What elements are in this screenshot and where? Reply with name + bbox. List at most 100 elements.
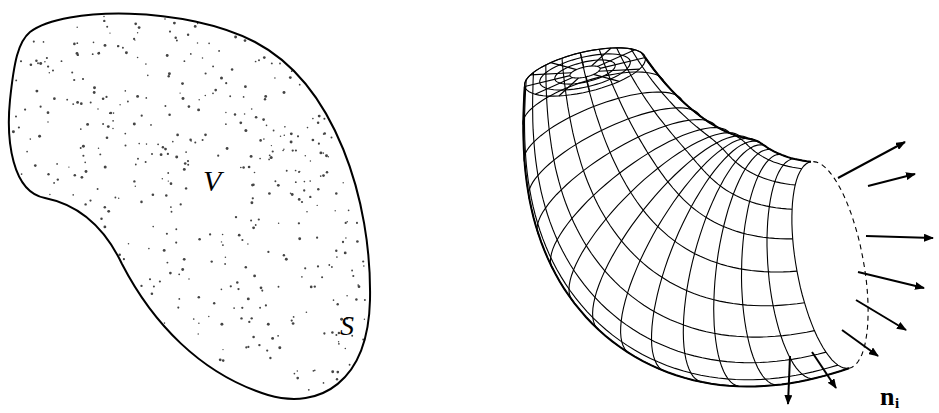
volume-dot xyxy=(104,44,107,47)
volume-dot xyxy=(208,42,210,44)
volume-dot xyxy=(198,296,201,299)
volume-dot xyxy=(15,115,17,117)
volume-dot xyxy=(220,76,223,79)
volume-dot xyxy=(291,193,294,196)
volume-dot xyxy=(168,75,170,77)
volume-dot xyxy=(187,34,189,36)
volume-dot xyxy=(119,104,120,105)
volume-dot xyxy=(313,370,315,372)
volume-dot xyxy=(71,72,73,74)
volume-dot xyxy=(152,193,155,196)
volume-dot xyxy=(323,118,325,120)
mesh-line xyxy=(617,48,792,209)
volume-dot xyxy=(202,57,204,59)
volume-dot xyxy=(76,101,79,104)
volume-dot xyxy=(245,266,247,268)
volume-dot xyxy=(251,108,253,110)
volume-dot xyxy=(318,143,320,145)
volume-dot xyxy=(15,79,17,81)
volume-dot xyxy=(357,284,359,286)
volume-dot xyxy=(89,200,91,202)
normal-arrows xyxy=(788,142,933,404)
volume-dot xyxy=(73,79,75,81)
volume-dot xyxy=(107,210,110,213)
volume-dot xyxy=(53,182,55,184)
mesh-line xyxy=(641,52,802,169)
volume-dot xyxy=(178,273,180,275)
volume-dot xyxy=(312,139,315,142)
volume-dot xyxy=(114,197,116,199)
volume-dot xyxy=(35,59,38,62)
volume-dot xyxy=(304,181,306,183)
volume-dot xyxy=(124,90,126,92)
volume-dot xyxy=(234,36,237,39)
volume-dot xyxy=(166,233,168,235)
volume-dot xyxy=(162,146,165,149)
volume-dot xyxy=(202,139,204,141)
volume-dot xyxy=(211,260,213,262)
volume-dot xyxy=(335,192,337,194)
volume-dot xyxy=(140,201,143,204)
volume-dot xyxy=(336,378,338,380)
volume-dot xyxy=(362,260,364,262)
volume-dot xyxy=(214,89,217,92)
volume-dot xyxy=(178,298,180,300)
volume-dot xyxy=(97,188,99,190)
volume-dot xyxy=(198,99,200,101)
volume-dot xyxy=(331,266,333,268)
volume-dot xyxy=(269,357,271,359)
volume-dot xyxy=(222,244,224,246)
volume-dot xyxy=(274,180,276,182)
volume-dot xyxy=(265,304,267,306)
volume-dot xyxy=(314,285,316,287)
volume-dot xyxy=(317,121,320,124)
volume-dot xyxy=(134,22,137,25)
volume-dot xyxy=(306,211,308,213)
volume-dot xyxy=(317,188,319,190)
volume-dot xyxy=(320,175,322,177)
cap-spoke xyxy=(598,50,635,67)
volume-dot xyxy=(305,155,307,157)
symbol-label: V xyxy=(203,166,221,196)
volume-dot xyxy=(266,125,268,127)
volume-dot xyxy=(271,337,274,340)
volume-dot xyxy=(93,86,96,89)
volume-dot xyxy=(68,166,69,167)
volume-dot xyxy=(240,317,242,319)
mesh-line xyxy=(523,87,849,387)
volume-dot xyxy=(283,254,285,256)
volume-dot xyxy=(77,54,79,56)
volume-dot xyxy=(250,201,253,204)
volume-dot xyxy=(145,97,147,99)
cap-spoke xyxy=(535,78,572,95)
volume-dot xyxy=(97,52,100,55)
volume-dot xyxy=(93,42,95,44)
volume-dot xyxy=(225,123,227,125)
cap-spoke xyxy=(531,73,572,75)
volume-dot xyxy=(164,148,167,151)
volume-dot xyxy=(292,322,295,325)
volume-dot xyxy=(250,155,253,158)
volume-dot xyxy=(346,295,348,297)
volume-dot xyxy=(168,72,171,75)
volume-dot xyxy=(97,108,99,110)
volume-dot xyxy=(348,210,350,212)
volume-dot xyxy=(138,26,141,29)
volume-dot xyxy=(164,322,166,324)
volume-dot xyxy=(92,53,94,55)
volume-dot xyxy=(298,198,301,201)
volume-dot xyxy=(284,126,286,128)
volume-dot xyxy=(250,219,252,221)
volume-dot xyxy=(103,225,106,228)
volume-dot xyxy=(349,364,351,366)
volume-dot xyxy=(82,145,85,148)
volume-dot xyxy=(204,133,207,136)
volume-dot xyxy=(239,121,242,124)
volume-dot xyxy=(255,116,258,119)
volume-dot xyxy=(134,39,135,40)
volume-dot xyxy=(244,129,247,132)
volume-dot xyxy=(264,95,267,98)
volume-dot xyxy=(104,165,107,168)
